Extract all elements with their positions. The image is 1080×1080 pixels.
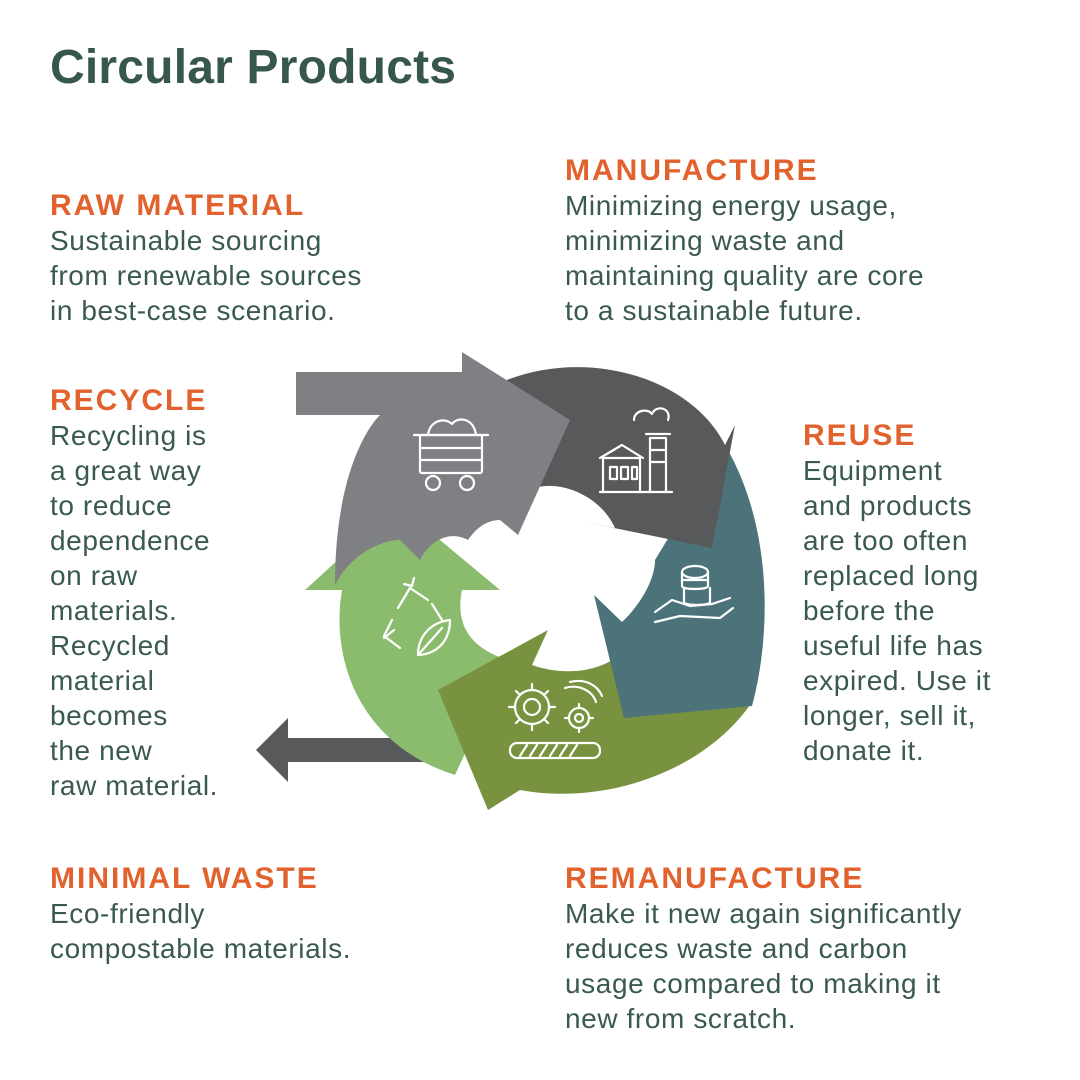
reuse-section: REUSE Equipment and products are too oft… — [803, 418, 991, 768]
page-title: Circular Products — [50, 41, 457, 94]
hand-coins-icon — [653, 564, 735, 624]
recycle-section: RECYCLE Recycling is a great way to redu… — [50, 383, 218, 803]
raw-material-arrow — [296, 352, 570, 585]
recycle-text: Recycling is a great way to reduce depen… — [50, 420, 219, 801]
remanufacture-section: REMANUFACTURE Make it new again signific… — [565, 861, 962, 1036]
manufacture-heading: MANUFACTURE — [565, 154, 819, 187]
factory-icon — [598, 407, 674, 494]
mine-cart-icon — [412, 418, 490, 492]
reuse-heading: REUSE — [803, 419, 917, 452]
minimal-waste-heading: MINIMAL WASTE — [50, 862, 319, 895]
minimal-waste-section: MINIMAL WASTE Eco-friendly compostable m… — [50, 861, 351, 966]
recycle-heading: RECYCLE — [50, 384, 208, 417]
manufacture-section: MANUFACTURE Minimizing energy usage, min… — [565, 153, 924, 328]
reuse-arrow — [594, 445, 765, 718]
raw-material-heading: RAW MATERIAL — [50, 189, 306, 222]
remanufacture-text: Make it new again significantly reduces … — [565, 898, 962, 1034]
gears-progress-icon — [507, 679, 604, 760]
remanufacture-heading: REMANUFACTURE — [565, 862, 865, 895]
raw-material-text: Sustainable sourcing from renewable sour… — [50, 225, 362, 326]
raw-material-section: RAW MATERIAL Sustainable sourcing from r… — [50, 188, 362, 328]
minimal-waste-text: Eco-friendly compostable materials. — [50, 898, 352, 964]
recycle-leaf-icon — [382, 576, 452, 657]
waste-output-arrow — [256, 718, 445, 782]
reuse-text: Equipment and products are too often rep… — [803, 455, 991, 766]
manufacture-text: Minimizing energy usage, minimizing wast… — [565, 190, 925, 326]
